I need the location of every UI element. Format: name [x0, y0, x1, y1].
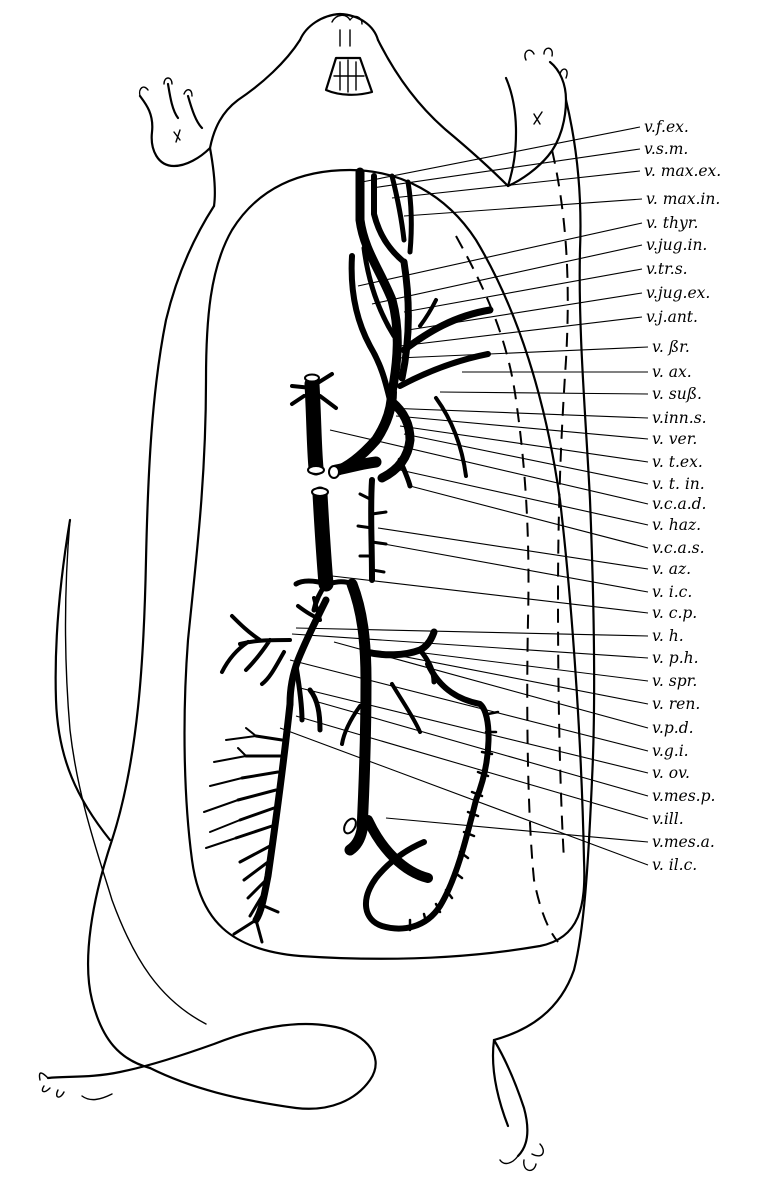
label-v-p-h: v. p.h.: [652, 649, 699, 667]
label-v-g-i: v.g.i.: [652, 742, 689, 760]
tail: [56, 520, 206, 1024]
teeth: [326, 58, 372, 95]
label-v-az: v. az.: [652, 560, 691, 578]
left-forepaw: [140, 78, 215, 206]
leader-line: [384, 544, 648, 592]
leader-line: [332, 576, 648, 613]
label-v-br: v. ßr.: [652, 338, 690, 356]
label-v-mes-a: v.mes.a.: [652, 833, 715, 851]
cut-vessel-lower: [312, 462, 376, 584]
label-v-t-in: v. t. in.: [652, 475, 705, 493]
leader-line: [386, 818, 648, 842]
label-v-p-d: v.p.d.: [652, 719, 694, 737]
label-v-mes-p: v.mes.p.: [652, 787, 715, 805]
label-v-ax: v. ax.: [652, 363, 692, 381]
label-list: v.f.ex. v.s.m. v. max.ex. v. max.in. v. …: [644, 118, 721, 874]
label-v-jug-ex: v.jug.ex.: [646, 284, 710, 302]
label-v-haz: v. haz.: [652, 516, 701, 534]
label-v-f-ex: v.f.ex.: [644, 118, 689, 136]
label-v-c-p: v. c.p.: [652, 604, 697, 622]
label-v-il-c: v. il.c.: [652, 856, 697, 874]
right-forepaw: [506, 48, 567, 186]
label-v-thyr: v. thyr.: [646, 214, 698, 232]
leader-line: [296, 628, 648, 636]
body-outline: [39, 14, 594, 1170]
label-v-sub: v. suß.: [652, 385, 702, 403]
leader-line: [296, 716, 648, 819]
label-v-inn-s: v.inn.s.: [652, 409, 707, 427]
label-v-spr: v. spr.: [652, 672, 697, 690]
label-v-tr-s: v.tr.s.: [646, 260, 688, 278]
label-v-t-ex: v. t.ex.: [652, 453, 703, 471]
leader-line: [372, 149, 640, 188]
label-v-ov: v. ov.: [652, 764, 690, 782]
leader-line: [398, 347, 648, 358]
leader-line: [404, 434, 648, 484]
right-hindleg: [493, 1040, 543, 1170]
left-hindleg: [39, 1024, 375, 1109]
label-v-c-a-s: v.c.a.s.: [652, 539, 705, 557]
leader-line: [392, 171, 640, 198]
label-v-c-a-d: v.c.a.d.: [652, 495, 706, 513]
leader-line: [396, 416, 648, 439]
label-v-max-in: v. max.in.: [646, 190, 720, 208]
leader-line: [378, 528, 648, 569]
leader-line: [440, 392, 648, 394]
label-v-j-ant: v.j.ant.: [646, 308, 698, 326]
leader-line: [362, 127, 640, 182]
leader-line: [400, 426, 648, 462]
cut-vessel-upper: [292, 374, 336, 474]
leader-line: [408, 293, 642, 330]
leader-line: [404, 269, 642, 312]
label-v-jug-in: v.jug.in.: [646, 236, 707, 254]
label-v-ill: v.ill.: [652, 810, 684, 828]
label-v-max-ex: v. max.ex.: [644, 162, 721, 180]
label-v-s-m: v.s.m.: [644, 140, 688, 158]
label-v-h: v. h.: [652, 627, 684, 645]
label-v-i-c: v. i.c.: [652, 583, 692, 601]
leader-line: [416, 652, 648, 681]
label-v-ren: v. ren.: [652, 695, 700, 713]
leader-line: [372, 245, 642, 304]
label-v-ver: v. ver.: [652, 430, 697, 448]
